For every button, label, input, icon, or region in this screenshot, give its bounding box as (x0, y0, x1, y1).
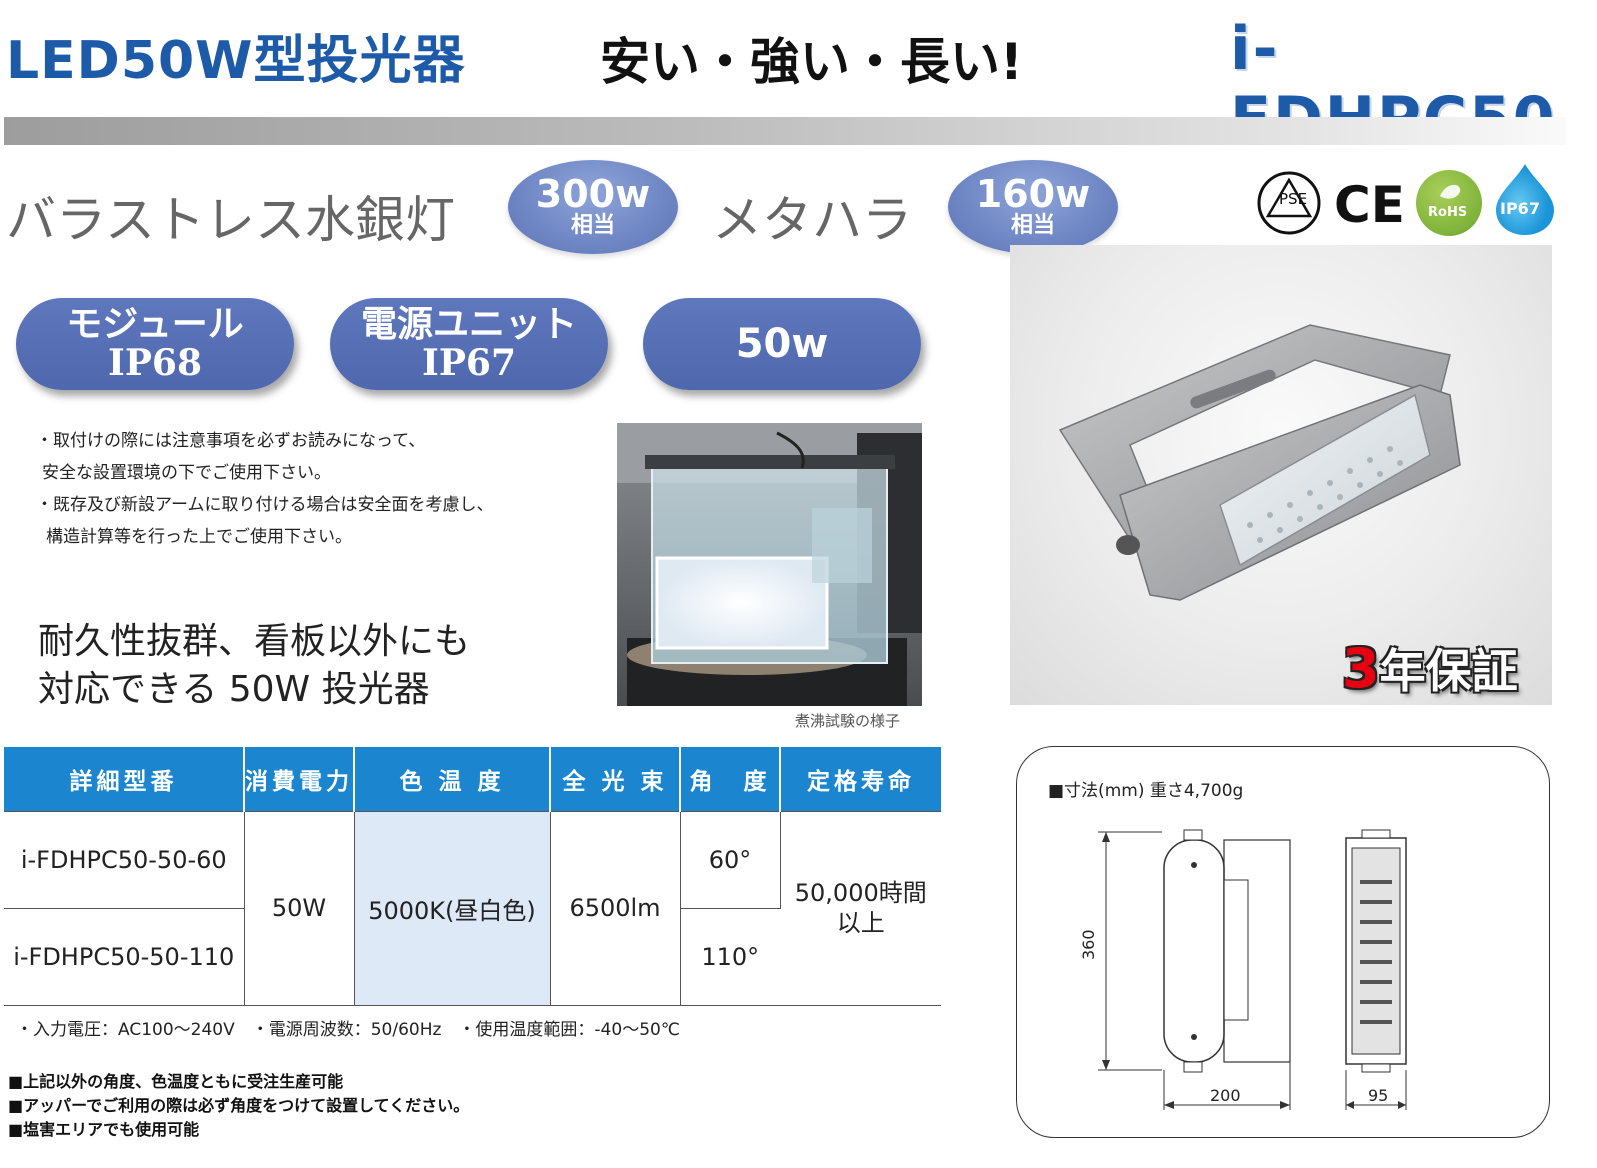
depth-label: 95 (1368, 1086, 1388, 1105)
pse-mark-icon: PSE (1256, 170, 1322, 236)
catchphrase: 安い・強い・長い! (600, 33, 1023, 91)
rohs-leaf-icon: RoHS (1416, 170, 1482, 236)
width-label: 200 (1210, 1086, 1241, 1105)
warranty-badge: 3年保証 (1342, 635, 1518, 701)
ip67-drop-icon: IP67 (1494, 162, 1556, 236)
header-divider-bar (4, 117, 1566, 145)
product-image (1010, 245, 1552, 705)
warranty-years: 3 (1342, 637, 1380, 700)
height-label: 360 (1079, 929, 1098, 960)
column-header: 全 光 束 (550, 747, 681, 811)
feature-line1: 50w (735, 321, 829, 367)
equivalent-unit: 相当 (1010, 213, 1055, 238)
color-temp-cell: 5000K(昼白色) (354, 810, 551, 1006)
tagline: 耐久性抜群、看板以外にも 対応できる 50W 投光器 (38, 618, 470, 714)
feature-line2: IP67 (421, 342, 516, 384)
table-header-row: 詳細型番 消費電力 色 温 度 全 光 束 角 度 定格寿命 (4, 747, 941, 811)
column-header: 定格寿命 (780, 747, 941, 811)
dimension-title: ■寸法(mm) 重さ4,700g (1048, 781, 1244, 801)
equivalent-unit: 相当 (570, 213, 615, 238)
spec-table: 詳細型番 消費電力 色 温 度 全 光 束 角 度 定格寿命 i-FDHPC50… (4, 747, 941, 1006)
bottom-notes: ■上記以外の角度、色温度ともに受注生産可能 ■アッパーでご利用の際は必ず角度をつ… (8, 1070, 469, 1142)
bottom-note: ■上記以外の角度、色温度ともに受注生産可能 (8, 1072, 344, 1091)
photo-caption: 煮沸試験の様子 (795, 712, 901, 730)
table-row: i-FDHPC50-50-110 110° (4, 908, 941, 1006)
equivalent-badge-300w: 300w 相当 (508, 160, 678, 254)
lifetime-line1: 50,000時間 (794, 879, 927, 907)
dimension-panel (1016, 746, 1550, 1138)
note-line: 安全な設置環境の下でご使用下さい。 (42, 463, 331, 483)
feature-pill-module: モジュール IP68 (16, 298, 294, 390)
dimension-drawing: 360 200 95 (1079, 829, 1407, 1110)
table-row: i-FDHPC50-50-60 50W 5000K(昼白色) 6500lm 60… (4, 810, 941, 1006)
bottom-note: ■アッパーでご利用の際は必ず角度をつけて設置してください。 (8, 1096, 470, 1115)
equivalent-badge-160w: 160w 相当 (948, 160, 1118, 254)
column-header: 角 度 (680, 747, 781, 811)
ce-letters: CE (1334, 176, 1404, 234)
rohs-text: RoHS (1428, 205, 1467, 220)
feature-line2: IP68 (107, 342, 202, 384)
equivalent-value: 160w (975, 172, 1091, 216)
lumen-cell: 6500lm (550, 810, 681, 1006)
lifetime-line2: 以上 (836, 909, 885, 937)
electrical-notes: ・入力電圧：AC100～240V ・電源周波数：50/60Hz ・使用温度範囲：… (16, 1020, 680, 1040)
installation-notes: ・取付けの際には注意事項を必ずお読みになって、 安全な設置環境の下でご使用下さい… (36, 425, 493, 553)
model-cell: i-FDHPC50-50-110 (4, 908, 245, 1006)
page-title: LED50W型投光器 (6, 31, 466, 91)
equivalent-label-metalhalide: メタハラ (712, 191, 912, 249)
feature-line1: モジュール (66, 304, 244, 345)
angle-cell: 110° (680, 908, 780, 1006)
note-line: 構造計算等を行った上でご使用下さい。 (46, 527, 352, 547)
power-cell: 50W (244, 810, 355, 1006)
feature-pill-power-unit: 電源ユニット IP67 (330, 298, 608, 390)
note-line: ・取付けの際には注意事項を必ずお読みになって、 (36, 431, 426, 451)
tagline-line1: 耐久性抜群、看板以外にも (38, 621, 471, 662)
feature-pill-wattage: 50w (643, 298, 921, 390)
note-line: ・既存及び新設アームに取り付ける場合は安全面を考慮し、 (36, 495, 494, 515)
column-header: 色 温 度 (354, 747, 551, 811)
ce-mark-icon: CE (1334, 170, 1405, 236)
model-cell: i-FDHPC50-50-60 (4, 810, 245, 909)
column-header: 消費電力 (244, 747, 355, 811)
tagline-line2: 対応できる 50W 投光器 (38, 669, 430, 710)
ip67-text: IP67 (1500, 199, 1540, 218)
feature-line1: 電源ユニット (360, 304, 577, 345)
equivalent-label-mercury: バラストレス水銀灯 (6, 191, 455, 249)
pse-letter: PSE (1279, 190, 1307, 208)
equivalent-value: 300w (535, 172, 651, 216)
angle-cell: 60° (680, 810, 781, 909)
bottom-note: ■塩害エリアでも使用可能 (8, 1120, 200, 1139)
column-header: 詳細型番 (4, 747, 245, 811)
warranty-text: 年保証 (1379, 644, 1518, 698)
boiling-test-photo (617, 423, 922, 706)
lifetime-cell: 50,000時間 以上 (780, 810, 941, 1006)
